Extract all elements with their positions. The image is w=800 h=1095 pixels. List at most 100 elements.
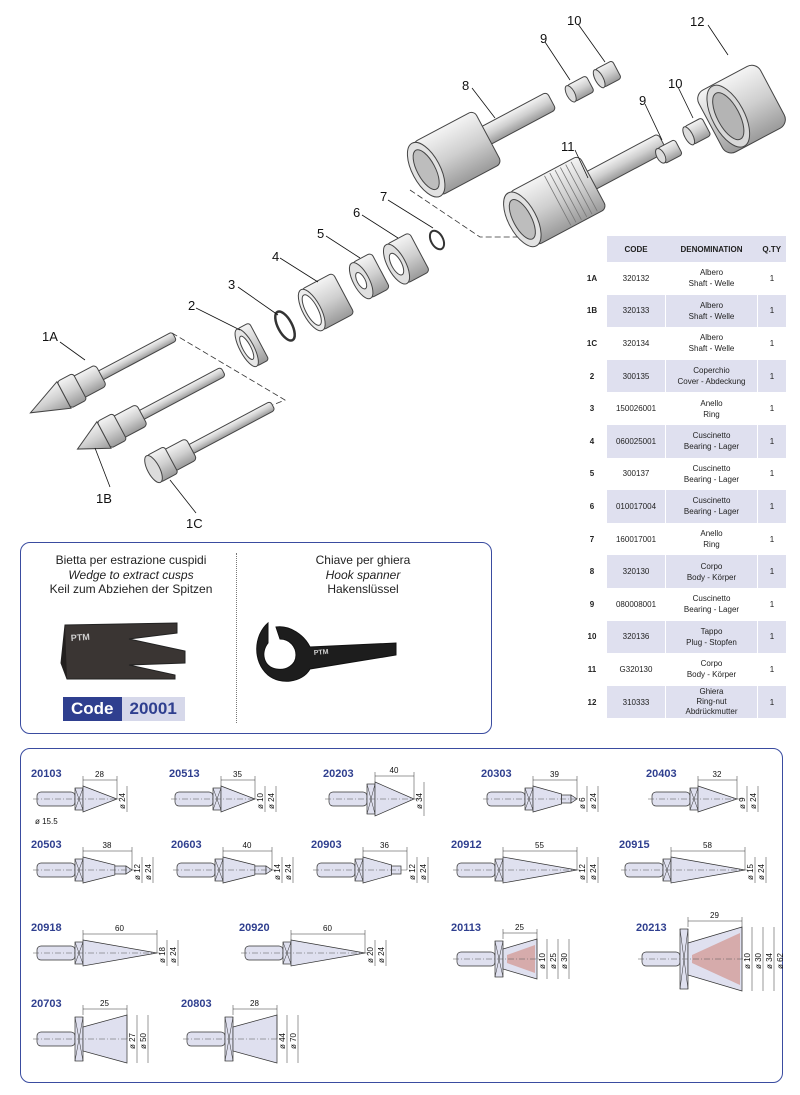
tip-length: 40	[390, 766, 399, 775]
row-id: 4	[578, 424, 607, 458]
table-header-row: CODE DENOMINATION Q.TY	[578, 236, 786, 262]
tip-code: 20503	[31, 839, 62, 851]
tip-diameter: ø 50	[139, 1032, 148, 1049]
denom-line: Ring-nut	[696, 697, 727, 707]
tip-code: 20213	[636, 922, 667, 934]
accessories-box: Bietta per estrazione cuspidi Wedge to e…	[20, 542, 492, 734]
callout-9-top: 9	[540, 31, 547, 46]
tip-length: 58	[703, 841, 712, 850]
denom-line: Bearing - Lager	[683, 442, 740, 452]
tip-length: 32	[713, 770, 722, 779]
spanner-caption-it: Chiave per ghiera	[315, 553, 411, 567]
tip-diameter: ø 6	[578, 797, 587, 809]
callout-1b: 1B	[96, 491, 112, 506]
denom-line: Ghiera	[699, 687, 724, 697]
tip-diameter: ø 12	[578, 863, 587, 880]
tip-diameter: ø 24	[589, 863, 598, 880]
denom-line: Albero	[699, 300, 724, 310]
row-id: 9	[578, 587, 607, 621]
tip-code: 20403	[646, 768, 677, 780]
tip-code: 20903	[311, 839, 342, 851]
accessories-divider	[236, 553, 237, 723]
row-id: 1C	[578, 327, 607, 360]
wedge-image: PTM	[60, 622, 186, 680]
row-qty: 1	[757, 262, 786, 295]
denom-line: Bearing - Lager	[683, 605, 740, 615]
tip-length: 35	[233, 770, 242, 779]
part-1c-shaft	[144, 401, 275, 484]
row-id: 11	[578, 653, 607, 686]
denom-line: Cuscinetto	[692, 431, 731, 441]
row-code: 310333	[606, 685, 666, 719]
tip-diameter: ø 27	[128, 1032, 137, 1049]
row-id: 3	[578, 392, 607, 425]
callout-11: 11	[561, 139, 575, 154]
part-8-body	[406, 92, 556, 198]
row-id: 5	[578, 457, 607, 491]
tip-length: 25	[100, 999, 109, 1008]
part-1a-shaft	[29, 332, 177, 414]
denom-line: Anello	[700, 529, 723, 539]
callout-7: 7	[380, 189, 387, 204]
hook-spanner-image: PTM	[256, 621, 397, 682]
row-id: 2	[578, 359, 607, 393]
callout-10-right: 10	[668, 76, 682, 91]
header-qty: Q.TY	[757, 236, 786, 262]
tip-diameter: ø 24	[118, 792, 127, 809]
tip-diameter: ø 20	[366, 946, 375, 963]
part-9-bearing-top	[564, 76, 594, 103]
callout-12: 12	[690, 14, 704, 29]
denom-line: Shaft - Welle	[688, 279, 735, 289]
tip-diameter: ø 24	[267, 792, 276, 809]
tip-diameter: ø 70	[289, 1032, 298, 1049]
tip-code: 20912	[451, 839, 482, 851]
exploded-diagram: 1A 1B 1C 2 3 4 5 6 7 8 9 10 9 10 11 12	[29, 13, 786, 531]
denom-line: Albero	[699, 268, 724, 278]
row-qty: 1	[757, 294, 786, 328]
tip-extra-dim: ø 15.5	[35, 817, 58, 826]
callout-8: 8	[462, 78, 469, 93]
denom-line: Cuscinetto	[692, 594, 731, 604]
row-code: 320132	[606, 262, 666, 295]
wedge-caption-de: Keil zum Abziehen der Spitzen	[49, 582, 213, 596]
denom-line: Body - Körper	[686, 572, 737, 582]
callout-4: 4	[272, 249, 279, 264]
tip-diameter: ø 10	[538, 952, 547, 969]
tip-diameter: ø 34	[765, 952, 774, 969]
tip-diameter: ø 10	[743, 952, 752, 969]
tip-diameter: ø 44	[278, 1032, 287, 1049]
tip-diameter: ø 24	[144, 863, 153, 880]
denom-line: Cuscinetto	[692, 496, 731, 506]
part-1b-shaft	[76, 367, 225, 450]
row-qty: 1	[757, 490, 786, 523]
denom-line: Coperchio	[693, 366, 730, 376]
row-qty: 1	[757, 522, 786, 556]
tip-diameter: ø 12	[133, 863, 142, 880]
denom-line: Shaft - Welle	[688, 344, 735, 354]
tip-length: 25	[515, 923, 524, 932]
leader-lines	[59, 23, 729, 514]
denom-line: Corpo	[700, 561, 723, 571]
row-code: 320130	[606, 555, 666, 588]
tip-diameter: ø 25	[549, 952, 558, 969]
